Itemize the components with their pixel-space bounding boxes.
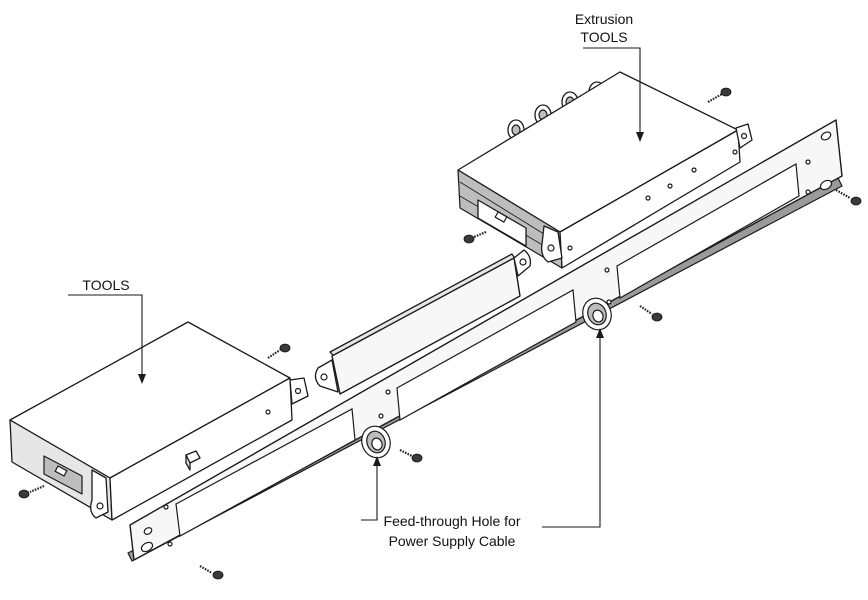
leader-tools	[68, 294, 143, 382]
rack-slot-screw-hole	[378, 413, 384, 419]
blank-plate-flange-hole	[519, 258, 527, 266]
connector-port	[54, 465, 68, 477]
leader-lines	[68, 47, 644, 528]
extrusion-unit-side-hole	[645, 195, 651, 201]
extrusion-tools-unit-bracket-front	[540, 225, 563, 263]
rack-ear-hole-right-upper	[820, 131, 832, 141]
screws	[18, 87, 862, 580]
label-feedthrough-line2: Power Supply Cable	[389, 533, 516, 549]
arrow-icon	[636, 132, 644, 142]
feedthrough-hole-left	[361, 425, 391, 459]
leader-feedthrough-right	[542, 330, 601, 528]
screw-icon	[707, 87, 732, 103]
bracket-hole	[740, 132, 748, 140]
leader-feedthrough-left	[361, 458, 378, 521]
extrusion-unit-side-hole	[691, 167, 697, 173]
rack-slot-screw-hole	[604, 267, 610, 273]
rack-ear-hole-left-lower	[140, 541, 154, 553]
leader-extrusion-tools	[583, 47, 641, 140]
rack-ear-hole-right-lower	[819, 179, 833, 191]
rack-slot-screw-hole	[606, 299, 612, 305]
screw-icon	[267, 343, 291, 359]
bracket-hole	[294, 387, 302, 395]
screw-icon	[835, 189, 862, 206]
arrow-icon	[596, 328, 604, 338]
blank-plate	[314, 249, 532, 395]
screw-icon	[18, 484, 45, 499]
screw-icon	[199, 565, 224, 580]
label-extrusion-line1: Extrusion	[575, 11, 633, 27]
connector-port	[494, 211, 508, 223]
extrusion-tools-unit	[457, 71, 753, 269]
tools-unit-left	[9, 321, 309, 521]
extrusion-unit-side-hole	[732, 149, 738, 155]
rack-slot-screw-hole	[805, 189, 811, 195]
rack-slot-screw-hole	[385, 389, 391, 395]
rack-ear-hole-left-upper	[143, 527, 153, 535]
bracket-hole	[547, 244, 555, 252]
feedthrough-hole-right	[582, 297, 612, 331]
rack-slot-screw-hole	[167, 541, 173, 547]
blank-plate-flange-hole	[320, 373, 328, 381]
rack-slot-screw-hole	[805, 159, 811, 165]
label-feedthrough-line1: Feed-through Hole for	[384, 513, 521, 529]
tools-unit-left-side	[109, 377, 293, 521]
rack-panel	[127, 119, 843, 562]
arrow-icon	[373, 456, 381, 466]
screw-icon	[463, 230, 487, 244]
callout-labels: Extrusion TOOLS TOOLS Feed-through Hole …	[82, 11, 633, 549]
screw-icon	[399, 449, 423, 463]
rack-slot-left	[175, 408, 356, 537]
bnc-connector	[507, 119, 525, 141]
arrow-icon	[138, 374, 146, 384]
rack-slot-screw-hole	[163, 504, 169, 510]
label-tools: TOOLS	[82, 277, 129, 293]
extrusion-tools-unit-connector	[477, 199, 527, 247]
label-extrusion-line2: TOOLS	[580, 29, 627, 45]
screw-icon	[639, 305, 663, 322]
extrusion-unit-side-hole	[667, 183, 673, 189]
blank-plate-face	[331, 257, 521, 395]
bracket-hole	[96, 502, 104, 510]
tools-unit-left-bracket-front	[90, 469, 109, 519]
rack-slot-right	[616, 163, 800, 299]
rack-slot-middle	[396, 289, 577, 421]
extrusion-unit-side-hole	[567, 245, 573, 251]
tools-unit-left-button-side	[185, 454, 191, 471]
tools-unit-left-screw-hole	[265, 409, 271, 415]
